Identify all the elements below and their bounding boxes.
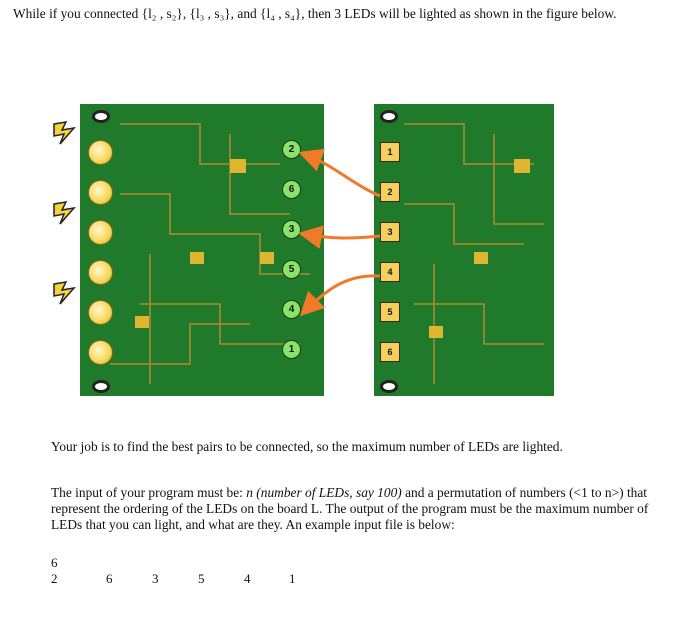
arrow-l3-s3 bbox=[298, 225, 381, 249]
lightning-icon bbox=[53, 121, 76, 145]
connection-arrows bbox=[298, 148, 381, 317]
mounting-hole bbox=[380, 380, 398, 393]
example-value: 4 bbox=[244, 571, 251, 586]
lightning-icon bbox=[53, 201, 76, 225]
spec-paragraph: The input of your program must be: n (nu… bbox=[51, 485, 649, 532]
led-bulb bbox=[88, 140, 113, 165]
led-bulb bbox=[88, 180, 113, 205]
right-pad: 6 bbox=[380, 342, 400, 362]
arrow-l4-s4 bbox=[299, 274, 381, 317]
left-pin: 5 bbox=[282, 260, 301, 279]
right-circuit-board: 1 2 3 4 5 6 bbox=[374, 104, 554, 396]
left-circuit-board: 2 6 3 5 4 1 bbox=[80, 104, 324, 396]
left-pin: 6 bbox=[282, 180, 301, 199]
led-bulb bbox=[88, 340, 113, 365]
right-pad: 1 bbox=[380, 142, 400, 162]
left-pin: 1 bbox=[282, 340, 301, 359]
example-value: 2 bbox=[51, 571, 58, 586]
example-value: 3 bbox=[152, 571, 159, 586]
right-pad: 5 bbox=[380, 302, 400, 322]
led-bulb bbox=[88, 220, 113, 245]
task-paragraph: Your job is to find the best pairs to be… bbox=[51, 439, 563, 454]
right-pad: 2 bbox=[380, 182, 400, 202]
mounting-hole bbox=[92, 380, 110, 393]
example-n: 6 bbox=[51, 555, 58, 570]
led-board-figure: 2 6 3 5 4 1 1 2 3 4 5 6 bbox=[52, 104, 554, 404]
intro-paragraph: While if you connected {l₂ , s₂}, {l₃ , … bbox=[13, 6, 617, 21]
mounting-hole bbox=[380, 110, 398, 123]
example-value: 6 bbox=[106, 571, 113, 586]
arrow-l2-s2 bbox=[298, 148, 381, 198]
mounting-hole bbox=[92, 110, 110, 123]
lightning-icon bbox=[53, 281, 76, 305]
led-bulb bbox=[88, 260, 113, 285]
right-pad: 3 bbox=[380, 222, 400, 242]
led-bulb bbox=[88, 300, 113, 325]
right-pad: 4 bbox=[380, 262, 400, 282]
example-value: 5 bbox=[198, 571, 205, 586]
example-value: 1 bbox=[289, 571, 296, 586]
